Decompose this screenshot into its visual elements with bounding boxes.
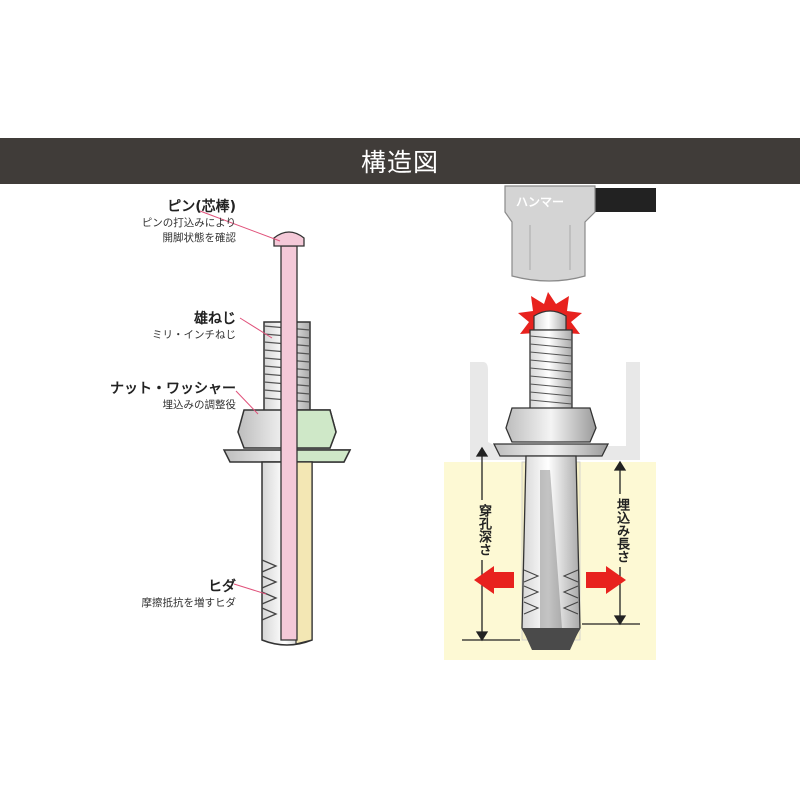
label-fin: ヒダ 摩擦抵抗を増すヒダ: [90, 578, 237, 611]
nut-title: ナット・ワッシャー: [110, 381, 236, 397]
title-banner: 構造図: [0, 138, 800, 184]
thread-desc: ミリ・インチねじ: [152, 329, 236, 341]
label-nut-washer: ナット・ワッシャー 埋込みの調整役: [70, 380, 236, 413]
anchor-cross-section: [222, 231, 352, 646]
pin-desc-line1: ピンの打込みにより: [141, 217, 236, 229]
fin-title: ヒダ: [208, 579, 236, 595]
installation-diagram: [444, 185, 656, 660]
fin-desc: 摩擦抵抗を増すヒダ: [141, 597, 237, 609]
label-pin: ピン(芯棒) ピンの打込みにより 開脚状態を確認: [90, 198, 236, 246]
label-thread: 雄ねじ ミリ・インチねじ: [90, 310, 236, 343]
leader-lines: [199, 210, 281, 595]
embed-length-label: 埋込み長さ: [612, 494, 631, 567]
pin-title: ピン(芯棒): [167, 199, 236, 215]
pin-desc-line2: 開脚状態を確認: [162, 232, 237, 244]
thread-title: 雄ねじ: [194, 311, 236, 327]
hammer-label: ハンマー: [516, 195, 565, 209]
nut-desc: 埋込みの調整役: [162, 399, 237, 411]
page-title: 構造図: [360, 148, 439, 177]
drill-depth-label: 穿孔深さ: [474, 500, 493, 560]
